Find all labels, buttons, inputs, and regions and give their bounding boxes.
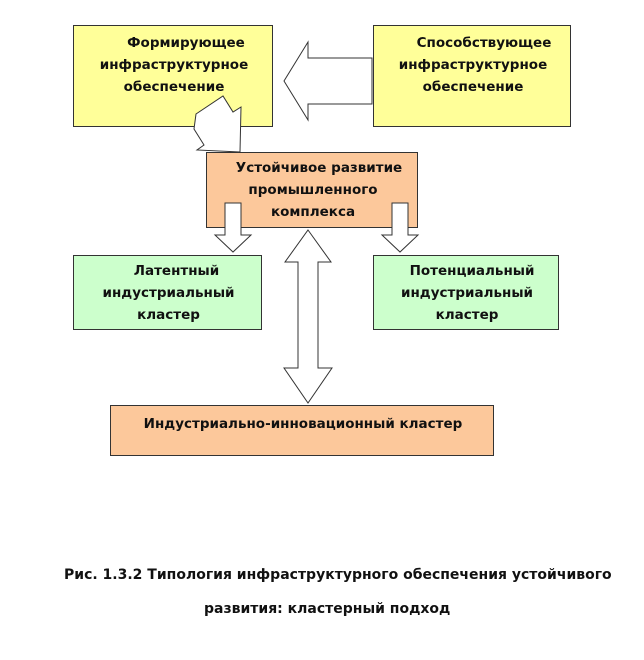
sustainable-development-line-2: промышленного: [248, 182, 378, 198]
contributing-support-box: Способствующее инфраструктурное обеспече…: [373, 25, 571, 127]
down-arrow-potential-icon: [380, 202, 420, 253]
latent-cluster-line-3: кластер: [137, 307, 200, 323]
forming-support-line-3: обеспечение: [123, 79, 225, 95]
forming-support-line-1: Формирующее: [127, 35, 245, 51]
diagonal-arrow-icon: [193, 95, 242, 153]
contributing-support-line-1: Способствующее: [416, 35, 552, 51]
forming-support-line-2: инфраструктурное: [99, 57, 249, 73]
contributing-support-line-3: обеспечение: [422, 79, 524, 95]
sustainable-development-line-1: Устойчивое развитие: [235, 160, 403, 176]
left-arrow-icon: [283, 40, 373, 122]
potential-cluster-line-2: индустриальный: [401, 285, 533, 301]
down-arrow-latent-icon: [213, 202, 253, 253]
potential-cluster-line-3: кластер: [435, 307, 499, 323]
innovation-cluster-label: Индустриально-инновационный кластер: [143, 416, 463, 432]
figure-caption-line-1: Рис. 1.3.2 Типология инфраструктурного о…: [64, 567, 612, 583]
latent-cluster-line-2: индустриальный: [102, 285, 235, 301]
latent-cluster-box: Латентный индустриальный кластер: [73, 255, 262, 330]
latent-cluster-line-1: Латентный: [133, 263, 220, 279]
innovation-cluster-box: Индустриально-инновационный кластер: [110, 405, 494, 456]
double-arrow-icon: [283, 229, 333, 404]
contributing-support-line-2: инфраструктурное: [398, 57, 548, 73]
figure-caption-line-2: развития: кластерный подход: [204, 601, 451, 617]
sustainable-development-line-3: комплекса: [270, 204, 356, 220]
sustainable-development-box: Устойчивое развитие промышленного компле…: [206, 152, 418, 228]
potential-cluster-line-1: Потенциальный: [409, 263, 535, 279]
forming-support-box: Формирующее инфраструктурное обеспечение: [73, 25, 273, 127]
potential-cluster-box: Потенциальный индустриальный кластер: [373, 255, 559, 330]
